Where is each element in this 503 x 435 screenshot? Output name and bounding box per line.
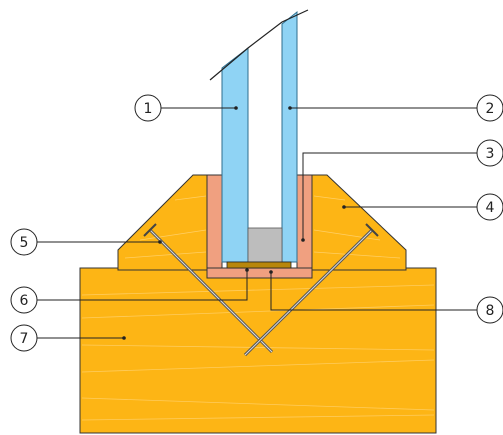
callout-7: 7 bbox=[10, 324, 38, 352]
callout-4-label: 4 bbox=[486, 200, 495, 216]
nail-right bbox=[243, 223, 379, 357]
callout-1: 1 bbox=[134, 94, 162, 122]
sealant-gasket bbox=[206, 174, 313, 279]
break-line bbox=[209, 9, 309, 81]
callout-2-label: 2 bbox=[486, 101, 495, 117]
callout-6-label: 6 bbox=[20, 293, 29, 309]
nail-left bbox=[143, 223, 274, 354]
glazing-bead-right bbox=[311, 174, 407, 271]
callout-7-label: 7 bbox=[20, 331, 29, 347]
callout-8: 8 bbox=[476, 296, 503, 324]
setting-block bbox=[226, 261, 292, 269]
leader-lines bbox=[37, 107, 477, 339]
wood-frame bbox=[79, 267, 437, 434]
glazing-bead-left bbox=[117, 174, 209, 271]
callout-1-label: 1 bbox=[144, 101, 153, 117]
glass-pane-inner bbox=[221, 46, 249, 263]
callout-2: 2 bbox=[476, 94, 503, 122]
callout-3-label: 3 bbox=[486, 146, 495, 162]
callout-5: 5 bbox=[10, 228, 38, 256]
spacer bbox=[247, 227, 283, 263]
callout-6: 6 bbox=[10, 286, 38, 314]
glass-pane-outer bbox=[281, 10, 298, 263]
callout-5-label: 5 bbox=[20, 235, 29, 251]
callout-8-label: 8 bbox=[486, 303, 495, 319]
leader-dots bbox=[122, 106, 346, 340]
callout-3: 3 bbox=[476, 139, 503, 167]
callout-4: 4 bbox=[476, 193, 503, 221]
